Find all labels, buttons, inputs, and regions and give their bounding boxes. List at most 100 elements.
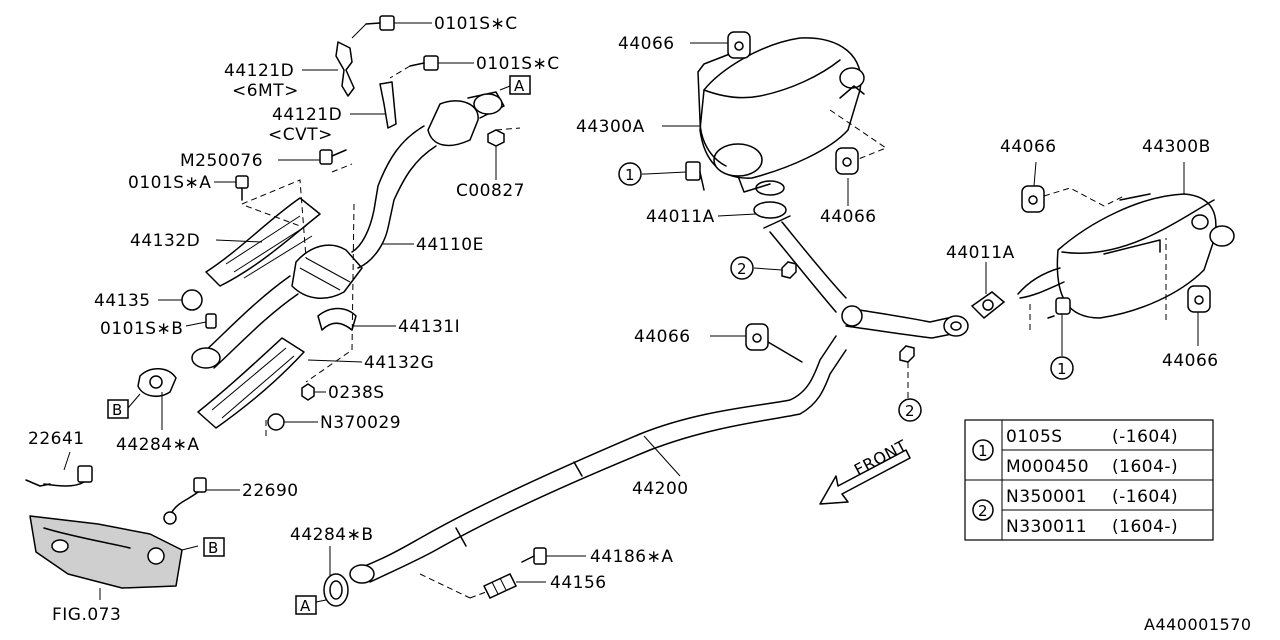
label-44066-right-top: 44066 xyxy=(1000,137,1057,157)
center-pipe-44200 xyxy=(349,335,847,584)
label-44186a: 44186∗A xyxy=(590,547,673,567)
muffler-44300b xyxy=(1017,193,1235,319)
hanger-44066-center xyxy=(745,323,803,363)
svg-text:2: 2 xyxy=(737,260,747,278)
svg-text:1: 1 xyxy=(625,166,635,184)
hanger-44066-top xyxy=(727,31,751,59)
clamp-44135 xyxy=(181,289,203,311)
legend-range-3: (-1604) xyxy=(1112,487,1178,507)
oxygen-sensor-22641 xyxy=(25,465,93,487)
dashed-guides-center xyxy=(419,573,487,599)
cover-44131i xyxy=(317,307,357,331)
svg-text:2: 2 xyxy=(905,402,915,420)
label-44066-mid: 44066 xyxy=(820,207,877,227)
label-44284a: 44284∗A xyxy=(116,435,199,455)
label-44135: 44135 xyxy=(94,291,151,311)
front-arrow: FRONT xyxy=(819,436,911,505)
leader-lines xyxy=(63,22,1199,603)
label-44132g: 44132G xyxy=(364,353,434,373)
label-44300a: 44300A xyxy=(576,117,645,137)
exhaust-manifold xyxy=(29,515,183,589)
nut-ref-2-a xyxy=(781,261,797,279)
heat-shield-44132d xyxy=(205,197,321,287)
bolt-ref-1-a xyxy=(685,161,705,191)
legend-range-4: (1604-) xyxy=(1112,517,1178,537)
bracket-6mt xyxy=(335,41,355,97)
legend-table: 1 2 0105S (-1604) M000450 (1604-) N35000… xyxy=(964,419,1214,541)
front-pipe-44110e xyxy=(351,91,505,269)
dashed-guides-muffler-a xyxy=(829,109,888,161)
y-pipe xyxy=(763,215,969,339)
svg-text:A: A xyxy=(300,597,311,615)
label-44066-top: 44066 xyxy=(618,34,675,54)
svg-text:A: A xyxy=(514,77,525,95)
label-44066-center: 44066 xyxy=(634,327,691,347)
bolt-m250076 xyxy=(319,149,347,165)
label-44131i: 44131I xyxy=(398,317,460,337)
circle-ref-2-left: 2 xyxy=(730,256,754,280)
legend-ref-2: 2 xyxy=(978,502,988,520)
label-0101sc-mid: 0101S∗C xyxy=(476,54,560,74)
svg-text:B: B xyxy=(208,539,219,557)
part-labels: 0101S∗C 0101S∗C 44121D <6MT> 44121D <CVT… xyxy=(28,14,1219,625)
bolt-44186a xyxy=(521,547,547,565)
hanger-44066-mid xyxy=(835,147,859,175)
label-44011a-right: 44011A xyxy=(946,243,1015,263)
legend-ref-1: 1 xyxy=(978,442,988,460)
label-n370029: N370029 xyxy=(320,413,401,433)
label-0238s: 0238S xyxy=(328,383,385,403)
circle-ref-1-right: 1 xyxy=(1050,356,1074,380)
bolt-0101sc-top xyxy=(351,15,395,39)
nut-n370029 xyxy=(267,413,285,431)
svg-text:B: B xyxy=(112,401,123,419)
muffler-44300a xyxy=(697,37,865,193)
bolt-0101sb xyxy=(205,313,217,329)
bolt-ref-1-b xyxy=(1029,297,1071,330)
label-22690: 22690 xyxy=(242,481,299,501)
grommet-44156 xyxy=(482,573,518,599)
hanger-44066-right-bottom xyxy=(1165,238,1211,320)
legend-part-2: M000450 xyxy=(1006,457,1089,477)
bolt-0101sc-mid xyxy=(389,55,439,79)
label-44156: 44156 xyxy=(550,573,607,593)
label-0101sc-top: 0101S∗C xyxy=(434,14,518,34)
svg-text:1: 1 xyxy=(1057,360,1067,378)
label-0101sa: 0101S∗A xyxy=(128,173,211,193)
label-c00827: C00827 xyxy=(456,181,525,201)
label-44300b: 44300B xyxy=(1142,137,1211,157)
gasket-44284b xyxy=(323,573,349,607)
label-44066-right-bottom: 44066 xyxy=(1162,351,1219,371)
lower-pipe xyxy=(191,275,299,369)
bracket-cvt xyxy=(379,81,397,129)
ref-box-a-bottom: A xyxy=(295,595,317,615)
label-44011a-left: 44011A xyxy=(646,207,715,227)
label-fig073: FIG.073 xyxy=(52,605,121,625)
ref-box-b-manifold: B xyxy=(203,537,225,557)
label-44284b: 44284∗B xyxy=(290,525,374,545)
label-0101sb: 0101S∗B xyxy=(100,319,183,339)
legend-range-1: (-1604) xyxy=(1112,427,1178,447)
heat-shield-44132g xyxy=(197,337,305,429)
label-44200: 44200 xyxy=(632,479,689,499)
label-cvt: <CVT> xyxy=(268,125,333,145)
ref-box-b-left: B xyxy=(107,399,129,419)
catalytic-converter xyxy=(291,244,363,299)
legend-range-2: (1604-) xyxy=(1112,457,1178,477)
bolt-0101sa xyxy=(235,175,249,201)
label-44121d-6mt: 44121D xyxy=(224,61,294,81)
legend-part-3: N350001 xyxy=(1006,487,1087,507)
nut-ref-2-b xyxy=(899,345,915,363)
gasket-44011a-right xyxy=(970,291,1006,320)
circle-ref-2-right: 2 xyxy=(898,398,922,422)
diagram-code: A440001570 xyxy=(1144,615,1252,634)
legend-part-1: 0105S xyxy=(1006,427,1063,447)
hanger-44066-right-top xyxy=(1021,185,1125,213)
dashed-guides-left xyxy=(241,163,355,440)
gasket-44284a xyxy=(137,368,177,398)
label-6mt: <6MT> xyxy=(232,81,299,101)
circle-ref-1-left: 1 xyxy=(618,162,642,186)
oxygen-sensor-22690 xyxy=(163,477,207,525)
nut-0238s xyxy=(301,383,315,401)
legend-part-4: N330011 xyxy=(1006,517,1087,537)
